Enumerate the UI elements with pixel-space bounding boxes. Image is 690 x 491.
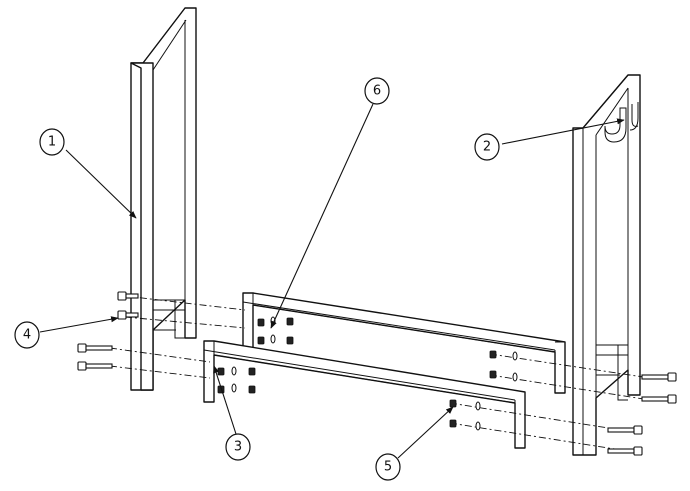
callout-2: 2 <box>474 133 500 161</box>
callout-5: 5 <box>375 453 401 481</box>
right-side-frame <box>572 74 641 456</box>
callout-label: 6 <box>373 84 381 99</box>
callout-1: 1 <box>39 128 65 156</box>
bolts <box>77 291 677 456</box>
bolt-icon <box>641 372 677 382</box>
front-crossbar <box>203 340 526 449</box>
nuts-and-washers <box>217 316 518 431</box>
bolt-icon <box>77 343 113 353</box>
callout-4: 4 <box>14 321 40 349</box>
callout-label: 3 <box>234 440 242 455</box>
callout-label: 1 <box>48 135 56 150</box>
leader-lines <box>39 103 625 459</box>
bolt-icon <box>607 446 643 456</box>
callout-label: 4 <box>23 328 31 343</box>
rear-crossbar <box>242 292 566 394</box>
bolt-icon <box>77 361 113 371</box>
bolt-icon <box>117 291 139 301</box>
callout-6: 6 <box>364 77 390 105</box>
callout-label: 5 <box>384 460 392 475</box>
callout-3: 3 <box>225 433 251 461</box>
callout-label: 2 <box>483 140 491 155</box>
left-side-frame <box>130 7 197 391</box>
bolt-icon <box>641 394 677 404</box>
bolt-icon <box>117 310 139 320</box>
hook-icon <box>604 102 639 143</box>
bolt-icon <box>607 425 643 435</box>
